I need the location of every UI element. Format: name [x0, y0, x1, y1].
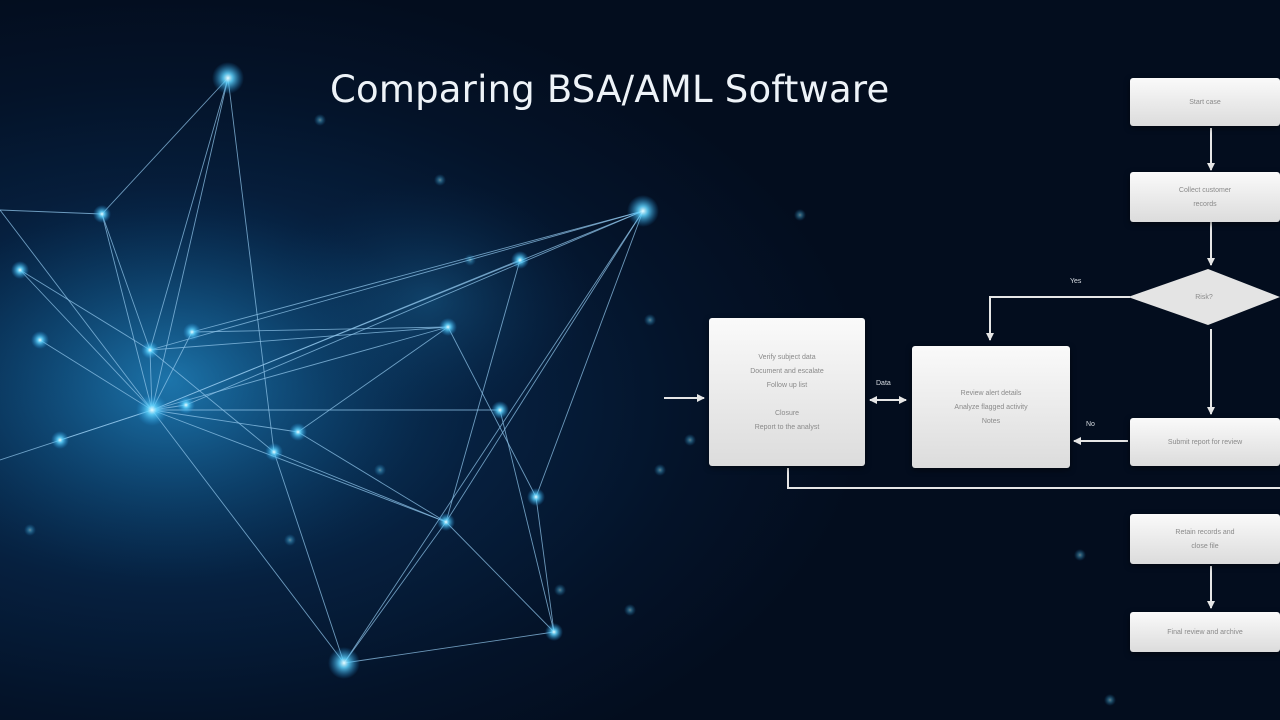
- bokeh-dot: [554, 584, 566, 596]
- network-edge: [19, 269, 153, 411]
- network-edge: [101, 77, 229, 215]
- start-label: Start case: [1189, 98, 1221, 106]
- bokeh-dot: [434, 174, 446, 186]
- network-edge: [151, 409, 345, 664]
- decision-label: Risk?: [1195, 293, 1213, 301]
- network-edge: [535, 496, 555, 633]
- bokeh-dot: [374, 464, 386, 476]
- network-node: [328, 647, 360, 679]
- review-box: Review alert details Analyze flagged act…: [912, 346, 1070, 468]
- start-box: Start case: [1130, 78, 1280, 126]
- diamond-shape: [1128, 269, 1280, 325]
- collect-line-1: Collect customer: [1178, 186, 1232, 194]
- page-title: Comparing BSA/AML Software: [330, 68, 890, 111]
- analysis-line-2: Document and escalate: [750, 367, 824, 375]
- archive-box: Retain records and close file: [1130, 514, 1280, 564]
- review-line-2: Analyze flagged activity: [954, 403, 1028, 411]
- bokeh-dot: [1074, 549, 1086, 561]
- report-box: Submit report for review: [1130, 418, 1280, 466]
- network-edge: [343, 521, 447, 664]
- network-edge: [227, 77, 275, 453]
- network-edge: [191, 210, 644, 333]
- network-node: [289, 423, 307, 441]
- network-node: [51, 431, 69, 449]
- network-edge: [149, 349, 275, 453]
- network-node: [11, 261, 29, 279]
- network-edge: [535, 210, 644, 498]
- network-edge: [149, 326, 449, 351]
- network-edge: [151, 409, 299, 433]
- network-edge: [273, 451, 345, 664]
- bokeh-dot: [314, 114, 326, 126]
- review-line-3: Notes: [981, 417, 1001, 425]
- collect-box: Collect customer records: [1130, 172, 1280, 222]
- network-edge: [445, 521, 555, 633]
- network-edge: [0, 209, 103, 215]
- network-edge: [101, 213, 153, 411]
- review-line-1: Review alert details: [960, 389, 1022, 397]
- network-node: [183, 323, 201, 341]
- network-edge: [0, 409, 153, 461]
- network-node: [141, 341, 159, 359]
- network-edge: [343, 210, 644, 664]
- network-edge: [343, 631, 555, 664]
- network-edge: [185, 210, 644, 406]
- network-edge: [151, 326, 449, 411]
- network-node: [511, 251, 529, 269]
- network-edge: [149, 77, 229, 351]
- network-edge: [499, 409, 555, 633]
- bokeh-dot: [1104, 694, 1116, 706]
- network-node: [212, 62, 244, 94]
- network-edge: [191, 326, 449, 333]
- collect-line-2: records: [1193, 200, 1217, 208]
- network-edge: [445, 259, 521, 523]
- analysis-line-1: Verify subject data: [758, 353, 816, 361]
- network-edge: [39, 339, 153, 411]
- analysis-line-4: Closure: [774, 409, 800, 417]
- bokeh-dot: [644, 314, 656, 326]
- network-edge: [0, 209, 153, 411]
- network-edge: [151, 409, 447, 523]
- io-label: Data: [876, 380, 891, 387]
- network-edge: [151, 259, 521, 411]
- network-node: [437, 513, 455, 531]
- network-node: [545, 623, 563, 641]
- decision-diamond: Risk?: [1128, 267, 1280, 327]
- bokeh-dot: [464, 254, 476, 266]
- archive-line-1: Retain records and: [1175, 528, 1235, 536]
- network-edge: [101, 213, 151, 351]
- analysis-box: Verify subject data Document and escalat…: [709, 318, 865, 466]
- network-node: [491, 401, 509, 419]
- bokeh-dot: [624, 604, 636, 616]
- network-node: [93, 205, 111, 223]
- analysis-line-5: Report to the analyst: [754, 423, 820, 431]
- network-node: [265, 443, 283, 461]
- network-edge: [151, 77, 229, 411]
- no-label: No: [1086, 421, 1095, 428]
- network-edge: [297, 326, 449, 433]
- bokeh-dot: [794, 209, 806, 221]
- bokeh-dot: [654, 464, 666, 476]
- network-node: [136, 394, 168, 426]
- bokeh-dot: [684, 434, 696, 446]
- network-edge: [273, 451, 447, 523]
- archive-line-2: close file: [1191, 542, 1219, 550]
- network-edge: [149, 210, 644, 351]
- network-node: [31, 331, 49, 349]
- network-node: [177, 396, 195, 414]
- end-label: Final review and archive: [1167, 628, 1243, 636]
- end-box: Final review and archive: [1130, 612, 1280, 652]
- network-edge: [445, 210, 644, 523]
- network-edge: [19, 269, 151, 351]
- bokeh-dot: [284, 534, 296, 546]
- network-edge: [297, 431, 447, 523]
- bokeh-dot: [24, 524, 36, 536]
- report-label: Submit report for review: [1167, 438, 1243, 446]
- network-node: [439, 318, 457, 336]
- network-node: [627, 195, 659, 227]
- yes-label: Yes: [1070, 278, 1082, 285]
- network-node: [527, 488, 545, 506]
- analysis-line-3: Follow up list: [766, 381, 808, 389]
